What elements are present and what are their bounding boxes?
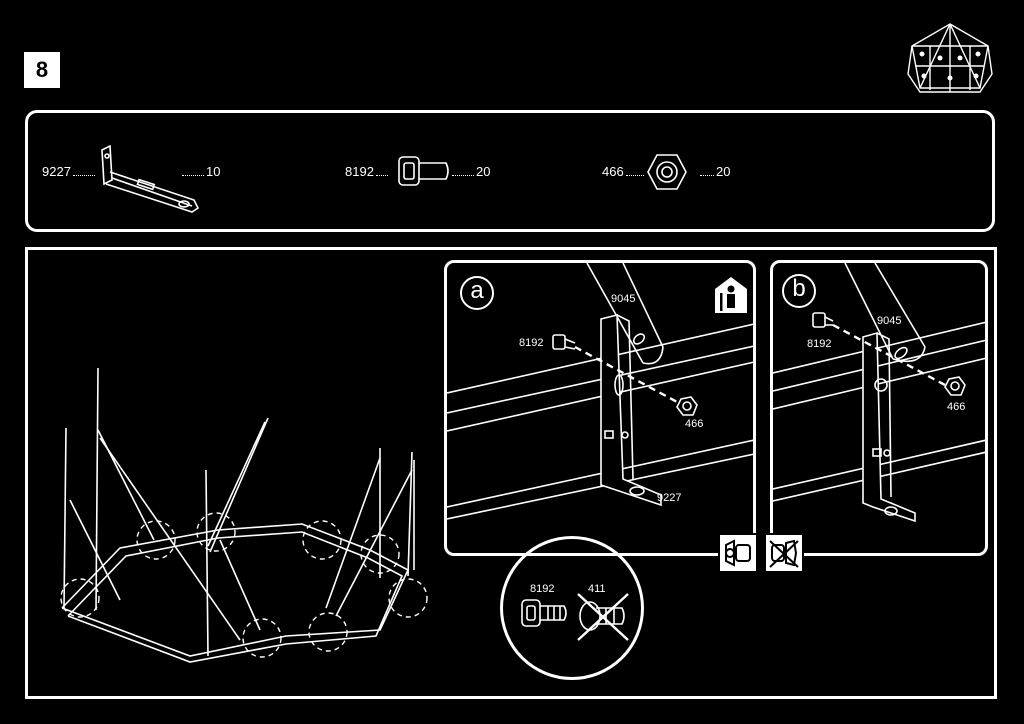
assembly-panel [25,247,997,699]
nut-label: 466 [685,418,704,430]
wrong-bolt-label: 411 [588,583,606,595]
bolt-label: 8192 [807,338,832,350]
part-9227-qty-row: 10 [180,164,220,179]
nut-label: 466 [947,401,966,413]
part-9227-row: 9227 [42,164,97,179]
gazebo-base-frame-drawing [40,340,450,670]
detail-b-label: b [792,275,806,302]
angle-bracket-icon [96,142,206,218]
part-qty: 20 [716,164,731,179]
part-466-row: 466 [602,164,646,179]
part-qty: 20 [476,164,491,179]
detail-b-panel: b 9045 8192 466 [770,260,988,556]
square-neck-bolt-icon [396,153,452,191]
part-qty: 10 [206,164,221,179]
frame-label: 9045 [877,315,902,327]
part-8192-qty-row: 20 [450,164,490,179]
wrong-bolt-icon [576,592,630,642]
part-code: 466 [602,164,624,179]
nut-correct-icon [718,533,758,573]
step-number-badge: 8 [24,52,60,88]
one-person-assembly-icon [713,275,749,315]
correct-bolt-label: 8192 [530,583,555,595]
bolt-label: 8192 [519,337,544,349]
part-code: 9227 [42,164,71,179]
parts-list-panel [25,110,995,232]
detail-a-panel: a 9045 8192 466 9227 [444,260,756,556]
bolt-comparison-panel [500,536,644,680]
detail-a-label: a [470,277,484,304]
bracket-label: 9227 [657,492,682,504]
part-8192-row: 8192 [345,164,390,179]
nut-wrong-icon [764,533,804,573]
part-code: 8192 [345,164,374,179]
frame-label: 9045 [611,293,636,305]
gazebo-overview-icon [900,18,1000,102]
hex-nut-icon [646,152,688,192]
part-466-qty-row: 20 [698,164,730,179]
correct-bolt-icon [520,596,570,632]
